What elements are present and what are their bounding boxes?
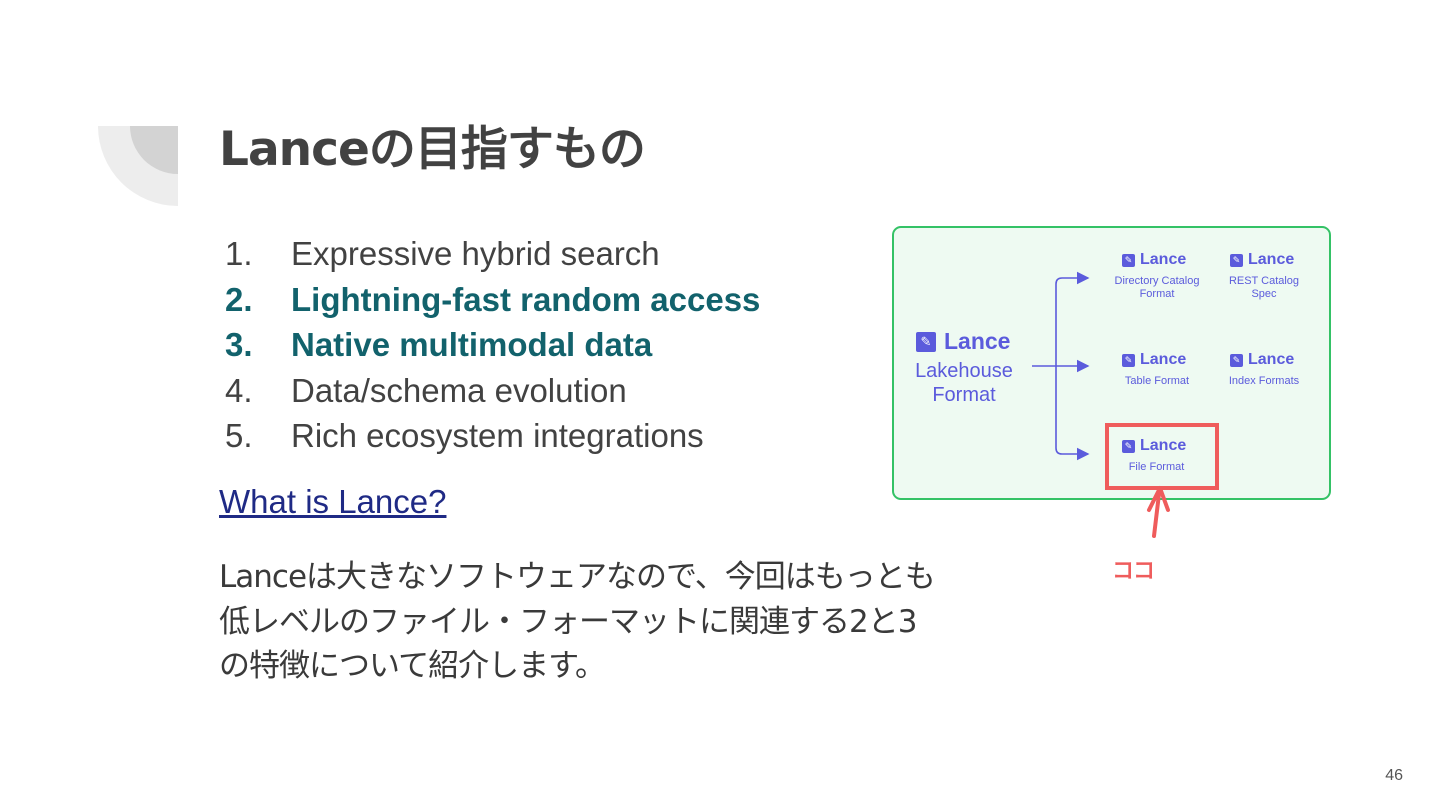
node-caption-rest-catalog: REST Catalog Spec <box>1214 275 1314 301</box>
caption-line: Lakehouse <box>915 360 1013 382</box>
node-lance-logo: ✎ Lance <box>1122 251 1186 269</box>
slide-title: Lanceの目指すもの <box>219 122 646 177</box>
caption-line: Directory Catalog <box>1114 275 1200 287</box>
list-text: Lightning-fast random access <box>291 280 761 318</box>
page-number: 46 <box>1385 767 1403 784</box>
list-number: 3. <box>225 326 253 363</box>
description-paragraph: Lanceは大きなソフトウェアなので、今回はもっとも 低レベルのファイル・フォー… <box>219 555 999 689</box>
annotation-label: ココ <box>1112 559 1155 584</box>
list-number: 4. <box>225 371 253 409</box>
brand-name: Lance <box>1140 437 1187 454</box>
arrow-top <box>1055 271 1090 366</box>
diagram-frame <box>892 226 1331 500</box>
caption-line: Spec <box>1251 288 1277 300</box>
lance-logo-icon: ✎ <box>1122 439 1135 453</box>
root-caption: Lakehouse Format <box>904 359 1024 407</box>
lance-architecture-diagram: ✎ Lance Lakehouse Format ✎ Lance Directory… <box>890 224 1334 504</box>
list-number: 2. <box>225 280 253 318</box>
node-caption-file-format: File Format <box>1128 461 1185 473</box>
paragraph-line: の特徴について紹介します。 <box>219 648 606 684</box>
caption-line: REST Catalog <box>1228 275 1300 287</box>
brand-name: Lance <box>1248 351 1295 368</box>
list-text: Expressive hybrid search <box>291 235 660 272</box>
node-lance-logo: ✎ Lance <box>1230 351 1294 369</box>
lance-logo-icon: ✎ <box>1122 253 1135 267</box>
list-item-1: 1. Expressive hybrid search <box>225 231 760 277</box>
list-number: 5. <box>225 417 253 454</box>
list-item-3: 3. Native multimodal data <box>225 322 760 368</box>
lance-logo-icon: ✎ <box>916 331 936 352</box>
arrow-bottom <box>1055 366 1090 461</box>
lance-logo-icon: ✎ <box>1230 353 1243 367</box>
node-caption-table-format: Table Format <box>1124 375 1190 387</box>
feature-list: 1. Expressive hybrid search 2. Lightning-f… <box>225 231 760 459</box>
node-caption-index-formats: Index Formats <box>1228 375 1300 387</box>
brand-name: Lance <box>1140 251 1187 268</box>
list-text: Rich ecosystem integrations <box>291 417 704 454</box>
brand-name: Lance <box>1248 251 1295 268</box>
paragraph-line: 低レベルのファイル・フォーマットに関連する2と3 <box>219 603 917 640</box>
brand-name: Lance <box>1140 351 1187 368</box>
list-text: Native multimodal data <box>291 326 653 363</box>
list-text: Data/schema evolution <box>291 371 627 409</box>
list-item-4: 4. Data/schema evolution <box>225 368 760 414</box>
list-item-2: 2. Lightning-fast random access <box>225 277 760 323</box>
caption-line: Format <box>1139 288 1175 300</box>
paragraph-line: Lanceは大きなソフトウェアなので、今回はもっとも <box>219 559 936 595</box>
list-number: 1. <box>225 235 253 272</box>
root-lance-logo: ✎ Lance <box>916 328 1010 355</box>
decorative-quarter-circles <box>98 126 178 206</box>
caption-line: Format <box>932 384 996 406</box>
lance-logo-icon: ✎ <box>1122 353 1135 367</box>
what-is-lance-link[interactable]: What is Lance? <box>219 483 447 520</box>
node-lance-logo: ✎ Lance <box>1122 351 1186 369</box>
brand-name: Lance <box>944 328 1011 354</box>
list-item-5: 5. Rich ecosystem integrations <box>225 413 760 459</box>
node-lance-logo: ✎ Lance <box>1122 437 1186 455</box>
lance-logo-icon: ✎ <box>1230 253 1243 267</box>
node-lance-logo: ✎ Lance <box>1230 251 1294 269</box>
node-caption-directory-catalog: Directory Catalog Format <box>1099 275 1215 301</box>
diagram-lines <box>892 226 1331 500</box>
annotation-arrow <box>1147 486 1170 538</box>
